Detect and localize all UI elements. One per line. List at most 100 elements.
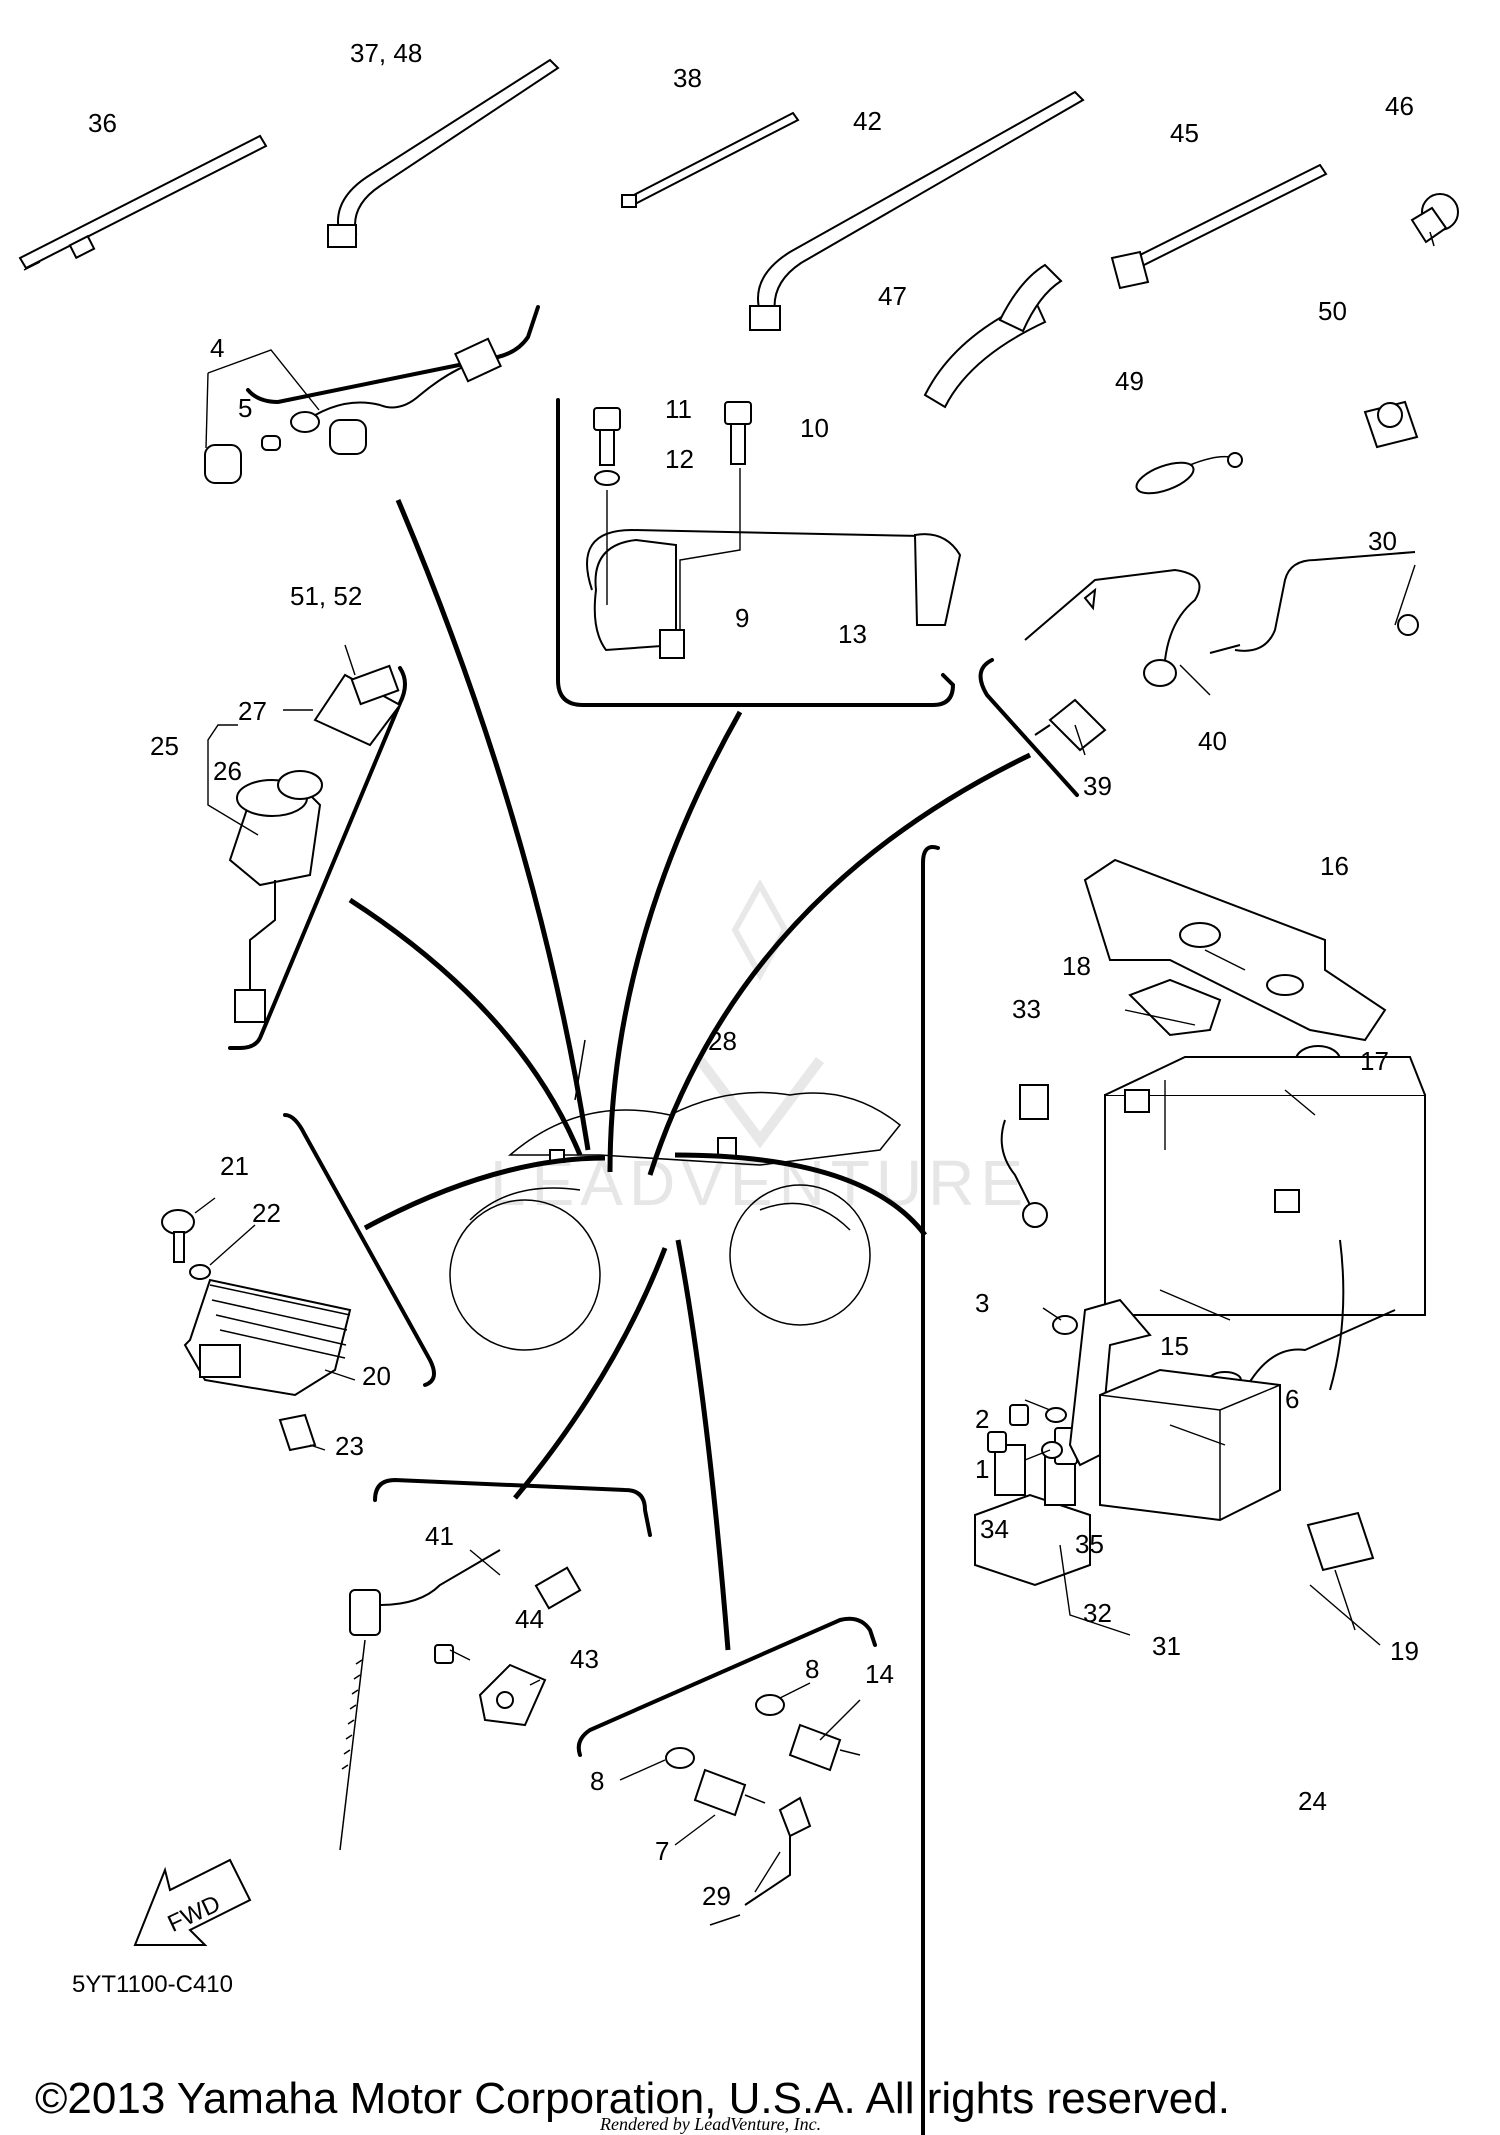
cable-tie-38 (621, 111, 800, 208)
callout-31: 31 (1152, 1631, 1181, 1661)
screw-3 (1052, 1315, 1078, 1335)
bracket-43 (478, 1663, 547, 1727)
callout-7: 7 (655, 1836, 669, 1866)
bracket-sensors (978, 658, 1079, 797)
callout-1: 1 (975, 1454, 989, 1484)
bracket-neutral-switch (373, 1477, 652, 1537)
callout-19: 19 (1390, 1636, 1419, 1666)
wire-harness-4 (204, 337, 502, 484)
bracket-sender (576, 1616, 877, 1757)
bolt-21 (161, 1209, 195, 1263)
connector-battery (674, 1152, 927, 1237)
callout-47: 47 (878, 281, 907, 311)
callout-21: 21 (220, 1151, 249, 1181)
bracket-regulator (283, 1113, 436, 1387)
bolt-11 (593, 407, 621, 486)
bracket-main-switch (228, 666, 407, 1050)
callout-labels: 36 37, 48 38 42 45 46 4 5 11 10 12 47 50… (88, 38, 1419, 1911)
callout-17: 17 (1360, 1046, 1389, 1076)
bolt-10 (724, 401, 752, 465)
callout-34: 34 (980, 1514, 1009, 1544)
connector-regulator (363, 1155, 606, 1231)
sensor-39 (1034, 698, 1107, 752)
callout-24: 24 (1298, 1786, 1327, 1816)
callout-51-52: 51, 52 (290, 581, 362, 611)
callout-28: 28 (708, 1026, 737, 1056)
callout-14: 14 (865, 1659, 894, 1689)
connector-sensor (647, 752, 1032, 1176)
callout-33: 33 (1012, 994, 1041, 1024)
key-51-52 (313, 664, 402, 747)
rectifier-regulator-20 (183, 1278, 352, 1397)
neutral-switch-41 (339, 1549, 582, 1851)
callout-29: 29 (702, 1881, 731, 1911)
callout-40: 40 (1198, 726, 1227, 756)
callout-37-48: 37, 48 (350, 38, 422, 68)
callout-38: 38 (673, 63, 702, 93)
band-49 (1135, 452, 1243, 495)
callout-36: 36 (88, 108, 117, 138)
bolt-44 (434, 1644, 454, 1664)
ignition-coil-9 (586, 528, 962, 659)
callout-11: 11 (665, 394, 692, 424)
fwd-arrow-icon: FWD (133, 1858, 252, 1946)
bolt-34 (987, 1431, 1007, 1453)
ecu-6 (1099, 1368, 1281, 1522)
sensor-lead-40 (1024, 551, 1419, 687)
main-switch-25 (228, 779, 322, 1023)
callout-2: 2 (975, 1404, 989, 1434)
bracket-battery-area (921, 845, 940, 2135)
callout-16: 16 (1320, 851, 1349, 881)
relay-24 (1306, 1511, 1375, 1572)
callout-15: 15 (1160, 1331, 1189, 1361)
callout-6: 6 (1285, 1384, 1299, 1414)
callout-35: 35 (1075, 1529, 1104, 1559)
callout-26: 26 (213, 756, 242, 786)
callout-8-lower: 8 (590, 1766, 604, 1796)
callout-13: 13 (838, 619, 867, 649)
sender-7 (693, 1768, 766, 1817)
copyright: ©2013 Yamaha Motor Corporation, U.S.A. A… (35, 2074, 1230, 2123)
callout-32: 32 (1083, 1598, 1112, 1628)
callout-27: 27 (238, 696, 267, 726)
atv-silhouette (449, 1039, 902, 1351)
bolt-35 (1009, 1404, 1029, 1426)
starter-relay-31 (974, 1444, 1091, 1587)
callout-25: 25 (150, 731, 179, 761)
callout-8-upper: 8 (805, 1654, 819, 1684)
connector-harness (395, 499, 591, 1151)
callout-46: 46 (1385, 91, 1414, 121)
lead-29 (709, 1796, 812, 1926)
bracket-harness (246, 305, 540, 405)
switch-14 (788, 1723, 861, 1772)
callout-49: 49 (1115, 366, 1144, 396)
callout-43: 43 (570, 1644, 599, 1674)
callout-30: 30 (1368, 526, 1397, 556)
clamp-46 (1410, 193, 1459, 247)
cable-tie-36 (18, 134, 268, 271)
battery-15 (1104, 1056, 1426, 1316)
clip-23 (278, 1413, 317, 1452)
callout-10: 10 (800, 413, 829, 443)
callout-44: 44 (515, 1604, 544, 1634)
connector-sender (675, 1239, 731, 1651)
rendered-by: Rendered by LeadVenture, Inc. (599, 2114, 821, 2134)
callout-50: 50 (1318, 296, 1347, 326)
lead-33 (1000, 1084, 1049, 1228)
connector-coil (607, 710, 743, 1173)
callout-39: 39 (1083, 771, 1112, 801)
callout-20: 20 (362, 1361, 391, 1391)
connector-neutral (513, 1247, 668, 1500)
callout-12: 12 (665, 444, 694, 474)
battery-band-16 (1083, 858, 1387, 1042)
callout-22: 22 (252, 1198, 281, 1228)
callout-23: 23 (335, 1431, 364, 1461)
clamp-50 (1363, 400, 1419, 449)
holder-18 (1128, 978, 1222, 1037)
washer-22 (189, 1264, 211, 1280)
washer-8b (665, 1747, 695, 1769)
callout-42: 42 (853, 106, 882, 136)
cable-tie-37-48 (327, 58, 560, 248)
callout-9: 9 (735, 603, 749, 633)
